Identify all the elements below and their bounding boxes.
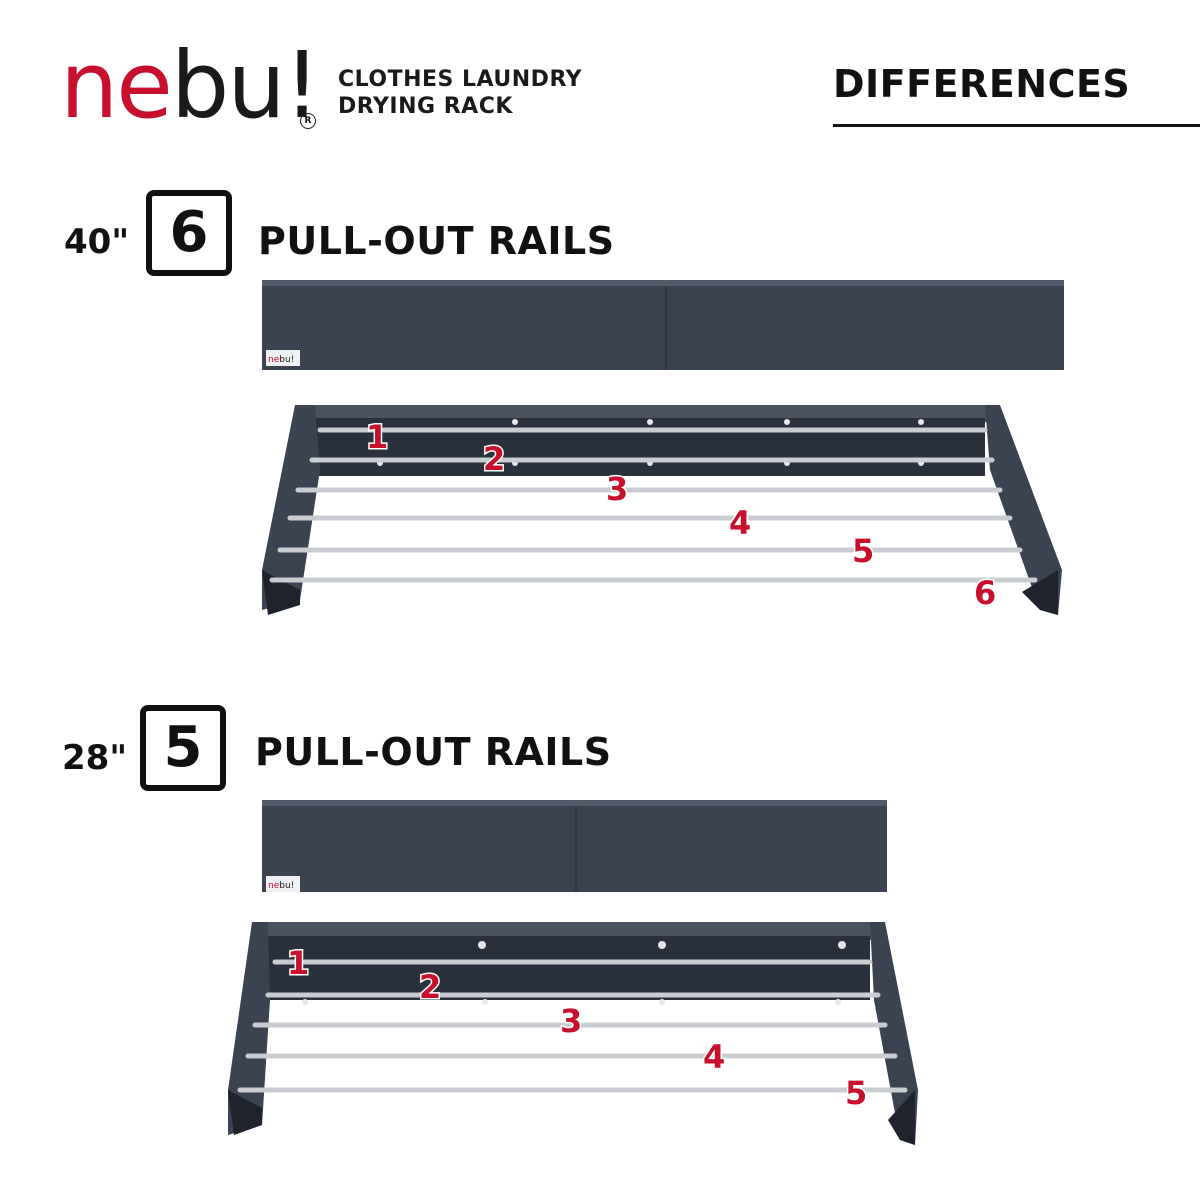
rack-40-open: 1 2 3 4 5 6 — [262, 405, 1062, 615]
badge-ne-40: nebu! — [268, 355, 294, 365]
rail-number-28-1: 1 — [287, 944, 309, 982]
logo-bu: bu! — [170, 32, 321, 139]
title-underline — [833, 124, 1200, 127]
rack-28-illustration: nebu! 1 2 3 4 5 — [228, 800, 918, 1145]
rack-28-closed-unit: nebu! — [262, 800, 887, 892]
rail-number-40-5: 5 — [852, 532, 874, 570]
tagline-line-2: DRYING RACK — [338, 94, 513, 119]
page-title: DIFFERENCES — [833, 62, 1131, 106]
rack-40-illustration: nebu! 1 2 3 4 5 6 — [262, 280, 1064, 615]
size-label-40: 40" — [64, 222, 130, 262]
rack-28-open: 1 2 3 4 5 — [228, 922, 918, 1145]
badge-ne-28: nebu! — [268, 881, 294, 891]
rail-number-40-2: 2 — [483, 440, 505, 478]
rail-number-40-1: 1 — [366, 418, 388, 456]
size-label-28: 28" — [62, 738, 128, 778]
rail-count-box-5: 5 — [140, 705, 226, 791]
brand-logo: nebu! — [60, 40, 321, 132]
rail-number-28-4: 4 — [703, 1038, 725, 1076]
rail-count-box-6: 6 — [146, 190, 232, 276]
tagline-line-1: CLOTHES LAUNDRY — [338, 67, 583, 92]
rails-label-28: PULL-OUT RAILS — [255, 730, 612, 774]
rail-number-40-4: 4 — [729, 504, 751, 542]
rack-40-closed-unit: nebu! — [262, 280, 1064, 370]
rail-number-28-2: 2 — [419, 968, 441, 1006]
product-tagline: CLOTHES LAUNDRY DRYING RACK — [338, 66, 582, 120]
rail-number-40-3: 3 — [606, 470, 628, 508]
registered-mark: R — [300, 113, 316, 129]
logo-ne: ne — [60, 32, 173, 139]
rail-number-40-6: 6 — [974, 574, 996, 612]
rail-number-28-5: 5 — [845, 1074, 867, 1112]
rails-label-40: PULL-OUT RAILS — [258, 219, 615, 263]
rail-number-28-3: 3 — [560, 1002, 582, 1040]
